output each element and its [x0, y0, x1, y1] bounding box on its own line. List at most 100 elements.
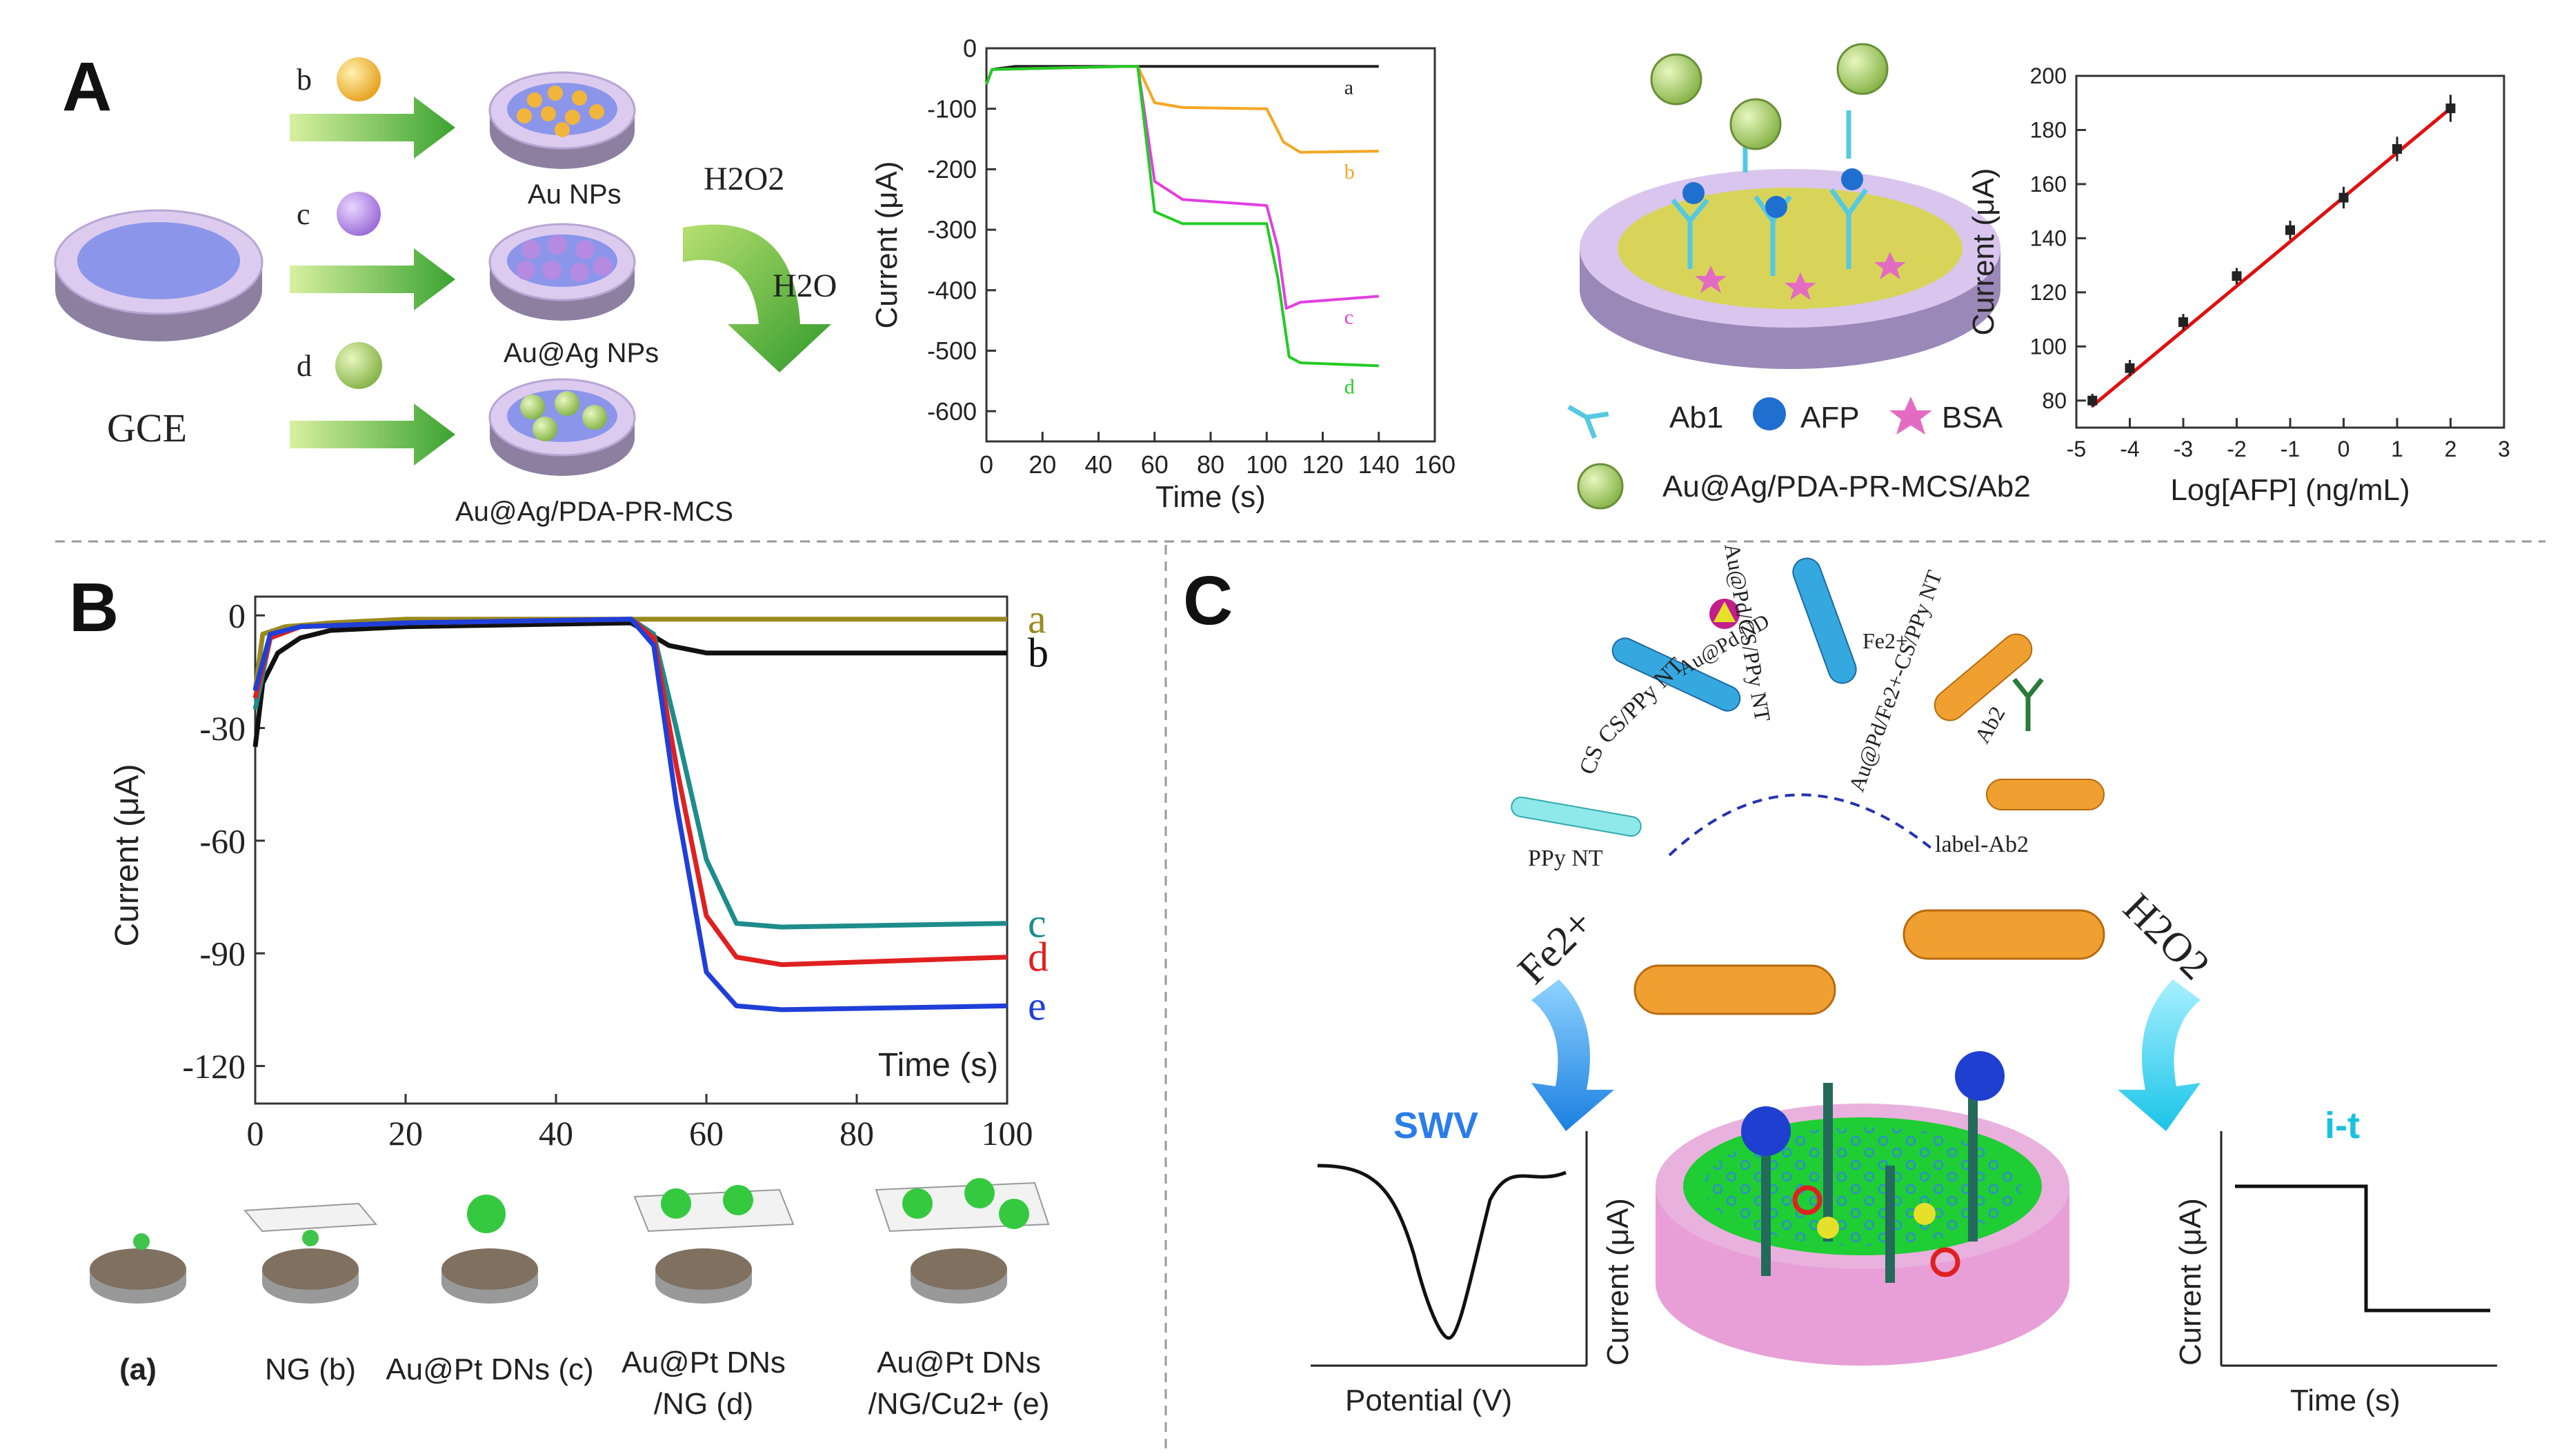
- data-point: [2338, 192, 2349, 203]
- scheme-label-e-line2: /NG/Cu2+ (e): [868, 1387, 1050, 1421]
- y-tick-label: -100: [927, 94, 977, 123]
- legend-afp: AFP: [1800, 401, 1860, 435]
- y-tick-label: 120: [2030, 280, 2067, 305]
- swv-ylabel: Current (μA): [1601, 1198, 1635, 1366]
- step-row-c: c Au@Ag NPs: [290, 192, 659, 368]
- data-point: [2178, 317, 2188, 327]
- ppy-nt-rod: [1511, 796, 1642, 837]
- x-tick-label: 80: [840, 1114, 874, 1153]
- label-ab2-rod: [1986, 779, 2105, 810]
- panel-label-a: A: [62, 48, 112, 126]
- it-ylabel: Current (μA): [2174, 1198, 2207, 1366]
- mcs-ball: [335, 342, 382, 389]
- y-tick-label: -300: [927, 216, 977, 244]
- legend-ab1: Ab1: [1669, 401, 1723, 435]
- y-tick-label: -400: [927, 276, 977, 304]
- series-label-c: c: [1028, 901, 1046, 946]
- series-line-d: [985, 65, 1379, 368]
- x-tick-label: 60: [689, 1114, 724, 1153]
- label-icon: [1577, 463, 1624, 510]
- x-tick-label: -4: [2120, 437, 2139, 461]
- series-label-d: d: [1344, 375, 1355, 398]
- gce-electrode: [54, 209, 264, 341]
- x-tick-label: -5: [2067, 437, 2086, 461]
- panel-a-scheme: GCE b Au NPs c: [54, 57, 837, 527]
- curved-arrow: [683, 224, 831, 372]
- series-line-c: [985, 65, 1379, 310]
- scheme-label-b: NG (b): [265, 1353, 356, 1386]
- panel-c-scheme: PPy NT CS CS/PPy NT Au@Pd ND Au@Pd/CS/PP…: [1311, 541, 2497, 1417]
- label-ppy-nt: PPy NT: [1528, 846, 1603, 871]
- step-letter: c: [297, 197, 310, 231]
- x-tick-label: 0: [247, 1114, 264, 1153]
- x-tick-label: 0: [2338, 437, 2350, 461]
- y-tick-label: 0: [228, 597, 246, 635]
- cs-ppy-nt-rod: [1611, 637, 1741, 712]
- data-point: [2087, 395, 2098, 406]
- step-row-d: d Au@Ag/PDA-PR-MCS: [290, 342, 733, 527]
- x-tick-label: 140: [1358, 450, 1400, 479]
- au-ag-dots: [516, 235, 613, 282]
- x-tick-label: 2: [2445, 437, 2457, 461]
- it-curve: [2235, 1184, 2490, 1313]
- y-tick-label: 160: [2030, 172, 2067, 197]
- y-axis-label: Current (μA): [870, 161, 904, 329]
- label-au-pd-fe: Au@Pd/Fe2+-CS/PPy NT: [1844, 567, 1947, 795]
- series-label-e: e: [1028, 983, 1046, 1028]
- au-np-ball: [337, 57, 381, 101]
- arrow-right: [290, 97, 455, 159]
- ab2-antibody: [2012, 677, 2044, 731]
- swv-curve: [1317, 1164, 1567, 1340]
- label-fe: Fe2+: [1862, 628, 1908, 653]
- series-label-a: a: [1344, 76, 1353, 99]
- y-tick-label: 0: [963, 34, 977, 63]
- plot-frame: [254, 595, 1009, 1105]
- x-tick-label: -3: [2174, 437, 2193, 461]
- scheme-label-d-line2: /NG (d): [654, 1387, 753, 1421]
- au-ag-ball: [337, 192, 381, 236]
- scheme-electrode-c: [441, 1195, 538, 1304]
- x-tick-label: 120: [1302, 450, 1343, 479]
- dashed-arc: [1668, 793, 1933, 857]
- step-label: Au@Ag NPs: [504, 338, 659, 368]
- bsa-icon: [1889, 397, 1932, 435]
- au-pd-cs-rod: [1792, 557, 1857, 684]
- y-tick-label: -30: [199, 709, 246, 748]
- data-point: [2232, 271, 2242, 281]
- x-tick-label: 80: [1197, 450, 1224, 479]
- x-tick-label: 0: [980, 450, 993, 479]
- series-label-a: a: [1028, 597, 1046, 642]
- plot-frame: [2075, 74, 2505, 429]
- swv-xlabel: Potential (V): [1345, 1384, 1512, 1417]
- y-axis-label: Current (μA): [1967, 168, 2000, 336]
- step-row-b: b Au NPs: [290, 57, 636, 210]
- series-label-c: c: [1344, 306, 1353, 329]
- label-label-ab2: label-Ab2: [1935, 832, 2029, 857]
- data-point: [2285, 225, 2295, 235]
- series-label-d: d: [1028, 935, 1049, 980]
- x-tick-label: -1: [2281, 437, 2300, 461]
- data-point: [2445, 103, 2456, 114]
- scheme-electrode-a: [90, 1233, 186, 1304]
- y-tick-label: -600: [927, 397, 977, 426]
- x-tick-label: 40: [539, 1114, 573, 1153]
- it-title: i-t: [2325, 1105, 2360, 1146]
- legend-bsa: BSA: [1942, 401, 2003, 435]
- scheme-label-e-line1: Au@Pt DNs: [877, 1346, 1041, 1379]
- series-line-b: [985, 65, 1379, 154]
- main-electrode: [1633, 909, 2105, 1366]
- data-point: [2392, 143, 2402, 154]
- scheme-electrode-b: [243, 1202, 378, 1304]
- swv-inset: SWV Potential (V) Current (μA): [1311, 1105, 1635, 1417]
- series-line-c: [252, 617, 1008, 930]
- step-letter: b: [297, 63, 312, 97]
- label-ab2: Ab2: [1969, 702, 2010, 748]
- scheme-label-d-line1: Au@Pt DNs: [622, 1346, 786, 1379]
- arrow-right: [290, 248, 455, 310]
- h2o2-label: H2O2: [704, 161, 784, 197]
- labels-mcs: [1650, 43, 1889, 150]
